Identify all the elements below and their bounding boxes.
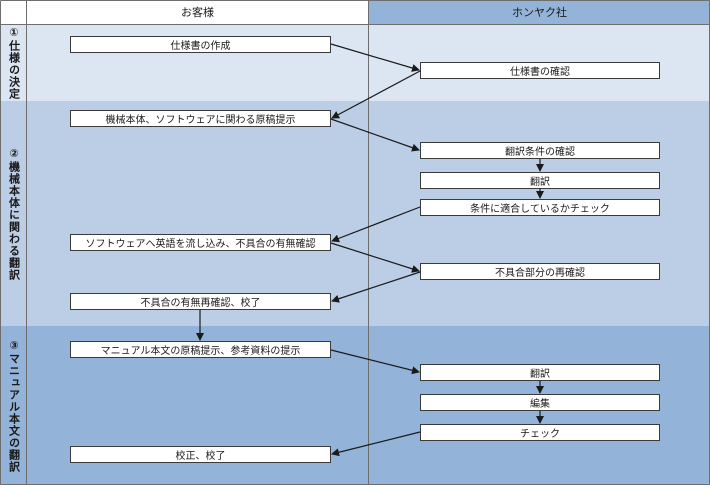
step-defect-final: 不具合の有無再確認、校了 bbox=[70, 293, 331, 310]
step-translate-1: 翻訳 bbox=[420, 172, 660, 189]
step-spec-confirm: 仕様書の確認 bbox=[420, 62, 660, 79]
step-proofread: 校正、校了 bbox=[70, 446, 331, 463]
header-customer: お客様 bbox=[181, 6, 214, 19]
arrow-check-to-software bbox=[331, 206, 421, 243]
arrow-software-to-recheck bbox=[330, 242, 420, 273]
phase-1-label: ①仕様の決定 bbox=[1, 26, 26, 100]
step-check: チェック bbox=[420, 424, 660, 441]
arrow-spec-confirm-to-manuscript bbox=[331, 70, 421, 119]
arrow-spec-create-to-confirm bbox=[330, 43, 420, 72]
step-defect-recheck: 不具合部分の再確認 bbox=[420, 263, 660, 280]
header-company: ホンヤク社 bbox=[512, 6, 567, 19]
header-band-customer bbox=[0, 0, 368, 24]
step-software-input: ソフトウェアへ英語を流し込み、不具合の有無確認 bbox=[70, 234, 331, 251]
step-translate-2: 翻訳 bbox=[420, 364, 660, 381]
arrow-recheck-to-final bbox=[331, 271, 421, 303]
arrow-check-to-proofread bbox=[331, 431, 421, 457]
step-manuscript-machine: 機械本体、ソフトウェアに関わる原稿提示 bbox=[70, 110, 331, 127]
phase-3-label-text: ③マニュアル本文の翻訳 bbox=[7, 339, 21, 473]
arrow-manuscript-to-conditions bbox=[330, 118, 420, 152]
phase-2-label: ②機械本体に関わる翻訳 bbox=[1, 103, 26, 325]
step-edit: 編集 bbox=[420, 394, 660, 411]
step-manuscript-manual: マニュアル本文の原稿提示、参考資料の提示 bbox=[70, 341, 331, 358]
step-check-conditions: 条件に適合しているかチェック bbox=[420, 199, 660, 216]
step-spec-create: 仕様書の作成 bbox=[70, 36, 331, 53]
header-band-company bbox=[368, 0, 710, 24]
phase-2-label-text: ②機械本体に関わる翻訳 bbox=[7, 147, 21, 281]
arrow-manual-to-translate bbox=[330, 349, 420, 375]
phase-3-label: ③マニュアル本文の翻訳 bbox=[1, 328, 26, 484]
step-translation-conditions: 翻訳条件の確認 bbox=[420, 142, 660, 159]
phase-1-label-text: ①仕様の決定 bbox=[7, 26, 21, 100]
